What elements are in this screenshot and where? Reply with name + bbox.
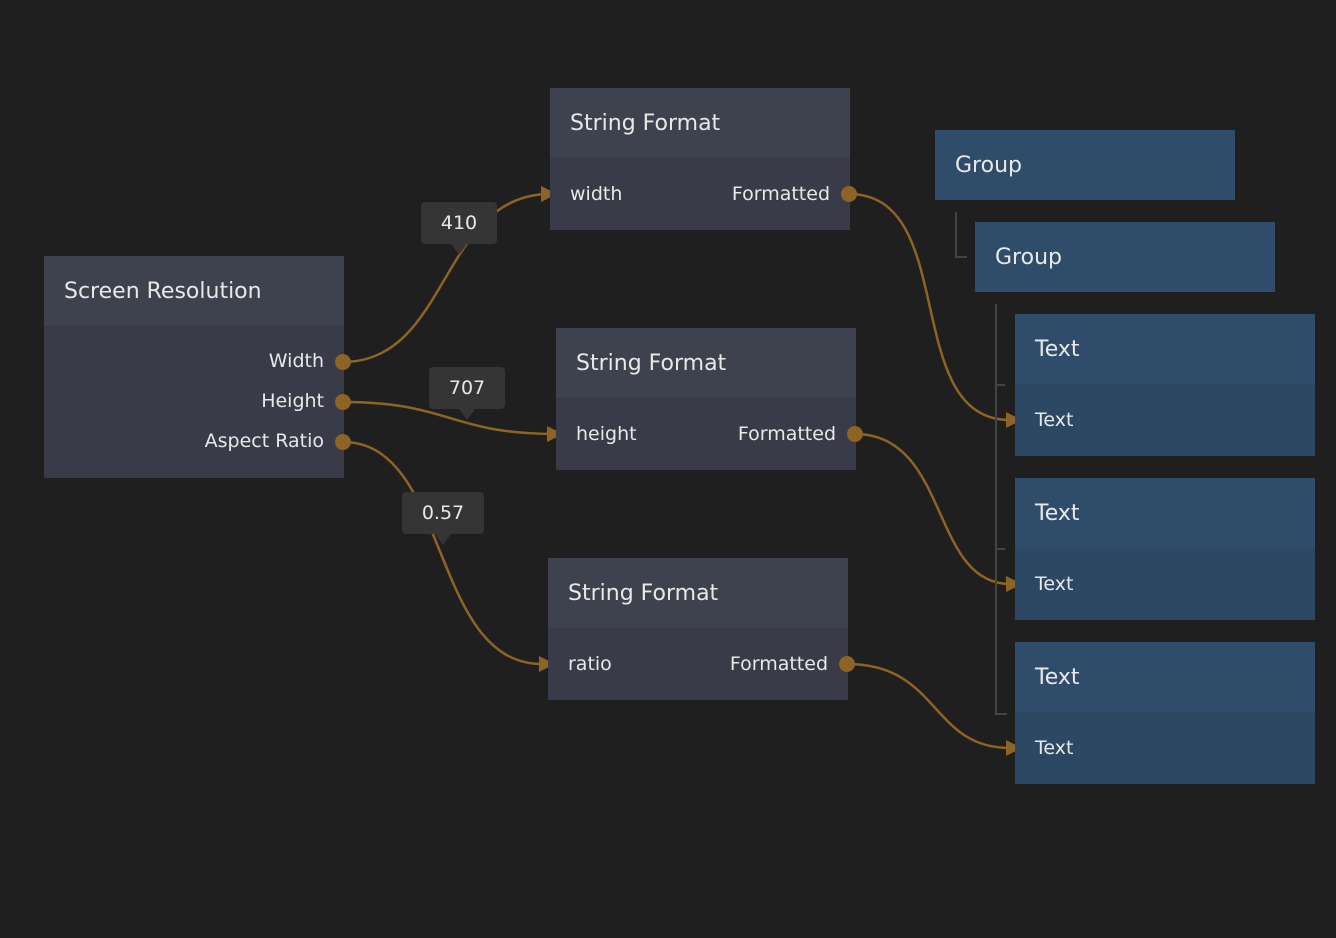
string-format-width-node[interactable]: String Format width Formatted xyxy=(550,88,850,230)
output-height[interactable]: Height xyxy=(261,390,324,412)
output-formatted[interactable]: Formatted xyxy=(729,653,828,675)
output-formatted[interactable]: Formatted xyxy=(737,423,836,445)
input-text[interactable]: Text xyxy=(1035,409,1074,431)
tree-line xyxy=(955,212,967,258)
value-label-height: 707 xyxy=(429,367,505,420)
output-formatted[interactable]: Formatted xyxy=(731,183,830,205)
text-node-3[interactable]: Text Text xyxy=(1015,642,1315,784)
input-text[interactable]: Text xyxy=(1035,573,1074,595)
tree-tick xyxy=(995,548,1005,550)
node-title: Text xyxy=(1015,314,1315,384)
node-title: Text xyxy=(1015,478,1315,548)
node-title: String Format xyxy=(556,328,856,398)
wire-ratio xyxy=(342,440,543,666)
output-aspect-ratio[interactable]: Aspect Ratio xyxy=(204,430,324,452)
input-width[interactable]: width xyxy=(570,183,623,205)
node-title: Screen Resolution xyxy=(44,256,344,326)
wire-formatted-2 xyxy=(854,432,1011,586)
arrow-icon xyxy=(1006,412,1022,428)
wire-height xyxy=(342,400,557,436)
input-height[interactable]: height xyxy=(576,423,637,445)
string-format-height-node[interactable]: String Format height Formatted xyxy=(556,328,856,470)
output-width[interactable]: Width xyxy=(268,350,324,372)
value-label-ratio: 0.57 xyxy=(402,492,484,545)
arrow-icon xyxy=(541,186,557,202)
wire-width xyxy=(342,192,551,364)
node-title: Group xyxy=(935,130,1235,200)
node-title: String Format xyxy=(548,558,848,628)
arrow-icon xyxy=(1006,576,1022,592)
tree-line xyxy=(995,304,1007,715)
arrow-icon xyxy=(547,426,563,442)
group-outer-node[interactable]: Group xyxy=(935,130,1235,200)
input-ratio[interactable]: ratio xyxy=(568,653,612,675)
wire-formatted-1 xyxy=(848,192,1011,422)
wire-formatted-3 xyxy=(846,662,1011,750)
tree-tick xyxy=(995,384,1005,386)
node-title: Group xyxy=(975,222,1275,292)
arrow-icon xyxy=(1006,740,1022,756)
arrow-icon xyxy=(539,656,555,672)
text-node-2[interactable]: Text Text xyxy=(1015,478,1315,620)
text-node-1[interactable]: Text Text xyxy=(1015,314,1315,456)
group-inner-node[interactable]: Group xyxy=(975,222,1275,292)
string-format-ratio-node[interactable]: String Format ratio Formatted xyxy=(548,558,848,700)
screen-resolution-node[interactable]: Screen Resolution Width Height Aspect Ra… xyxy=(44,256,344,478)
value-label-width: 410 xyxy=(421,202,497,255)
node-title: String Format xyxy=(550,88,850,158)
input-text[interactable]: Text xyxy=(1035,737,1074,759)
node-title: Text xyxy=(1015,642,1315,712)
